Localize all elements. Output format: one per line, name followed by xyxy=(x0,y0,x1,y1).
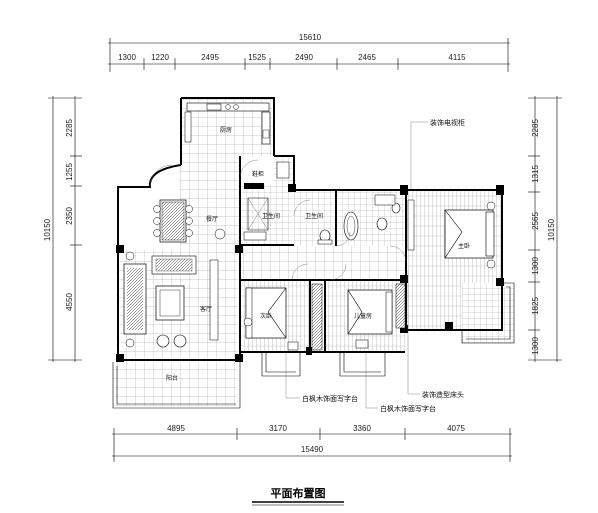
top-total-dim: 15610 xyxy=(299,33,322,42)
right-dimension-chain: 2285 1315 2565 1300 1825 1300 10150 xyxy=(528,96,562,362)
bedroom-3-label: 儿童房 xyxy=(354,312,372,320)
left-dim-1: 2285 xyxy=(65,119,74,137)
annotations: 装饰电视柜 白枫木饰面写字台 白枫木饰面写字台 装饰造型床头 xyxy=(285,118,465,413)
bottom-total-dim: 15490 xyxy=(301,445,324,454)
top-dim-2: 1220 xyxy=(151,53,169,62)
top-dimension-chain: 15610 1300 1220 2495 1525 2490 2465 4115 xyxy=(108,33,510,72)
dining-room-label: 餐厅 xyxy=(206,215,218,223)
headboard-annotation: 装饰造型床头 xyxy=(422,390,464,399)
right-total-dim: 10150 xyxy=(547,218,556,241)
bottom-dim-4: 4075 xyxy=(447,424,465,433)
walls xyxy=(112,97,515,409)
desk-2-annotation: 白枫木饰面写字台 xyxy=(380,404,436,413)
doors: 鞋柜 厨房 xyxy=(149,126,407,281)
right-dim-5: 1825 xyxy=(531,297,540,315)
bedroom-2-furniture: 次卧 xyxy=(243,283,323,351)
top-dim-5: 2490 xyxy=(295,53,313,62)
bathroom-1-label: 卫生间 xyxy=(262,212,280,220)
top-dim-4: 1525 xyxy=(248,53,266,62)
left-dim-3: 2350 xyxy=(65,207,74,225)
bottom-dim-3: 3360 xyxy=(353,424,371,433)
top-dim-1: 1300 xyxy=(118,53,136,62)
bottom-dimension-chain: 4895 3170 3360 4075 15490 xyxy=(112,424,512,462)
left-dimension-chain: 10150 2285 1255 2350 4550 xyxy=(43,96,82,362)
bathroom-2-label: 卫生间 xyxy=(305,212,323,220)
right-dim-6: 1300 xyxy=(531,337,540,355)
top-dim-3: 2495 xyxy=(201,53,219,62)
living-room-label: 客厅 xyxy=(200,305,212,313)
desk-1-annotation: 白枫木饰面写字台 xyxy=(302,394,358,403)
left-dim-4: 4550 xyxy=(65,293,74,311)
right-dim-3: 2565 xyxy=(531,212,540,230)
bedroom-2-label: 次卧 xyxy=(260,312,272,320)
right-dim-4: 1300 xyxy=(531,257,540,275)
top-dim-6: 2465 xyxy=(358,53,376,62)
master-bedroom-label: 主卧 xyxy=(458,242,470,250)
bottom-dim-1: 4895 xyxy=(167,424,185,433)
kitchen-fixtures xyxy=(184,102,271,145)
tv-wall-annotation: 装饰电视柜 xyxy=(430,118,465,127)
bedroom-3-furniture: 儿童房 xyxy=(347,283,406,349)
bottom-dim-2: 3170 xyxy=(269,424,287,433)
kitchen-label: 厨房 xyxy=(220,126,232,134)
left-dim-2: 1255 xyxy=(65,163,74,181)
drawing-title-block: 平面布置图 xyxy=(252,486,344,506)
balcony-label: 阳台 xyxy=(166,374,178,382)
left-total-dim: 10150 xyxy=(43,218,52,241)
living-room-furniture: 客厅 xyxy=(123,251,219,348)
drawing-title: 平面布置图 xyxy=(271,486,326,500)
balcony-area: 阳台 xyxy=(166,374,178,382)
shoe-cabinet-label: 鞋柜 xyxy=(252,170,264,178)
right-dim-2: 1315 xyxy=(531,165,540,183)
dining-set: 餐厅 xyxy=(153,199,226,243)
right-dim-1: 2285 xyxy=(531,119,540,137)
master-bedroom-furniture: 主卧 xyxy=(407,199,496,269)
bathroom-fixtures: 卫生间 卫生间 xyxy=(243,161,401,245)
top-dim-7: 4115 xyxy=(448,53,466,62)
